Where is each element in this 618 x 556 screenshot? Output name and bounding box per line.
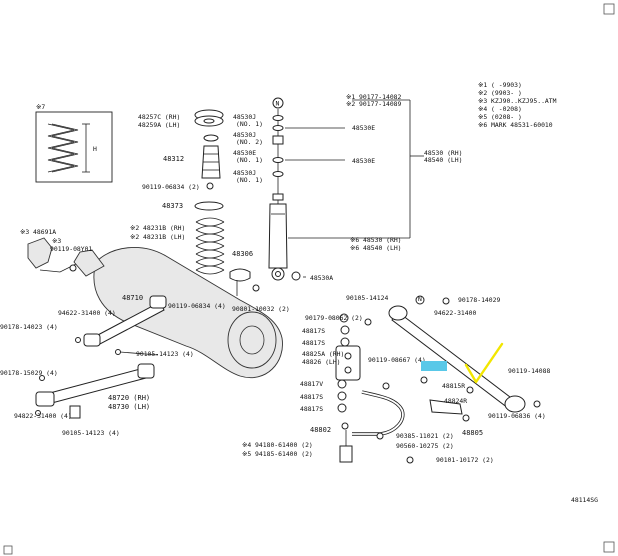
stabilizer-bar	[335, 345, 474, 464]
part-number-label[interactable]: 48805	[462, 429, 483, 437]
part-number-label[interactable]: 90105-14123 (4)	[62, 429, 120, 437]
legend: ※1 ( -9903) ※2 (9903- ) ※3 KZJ90..KZJ95.…	[478, 81, 557, 129]
part-number-label[interactable]: 90119-06834 (2)	[142, 183, 200, 191]
part-number-label[interactable]: 48817S	[302, 339, 325, 347]
part-number-label[interactable]: ※3	[52, 237, 61, 245]
part-number-label[interactable]: 90105-14123 (4)	[136, 350, 194, 358]
part-number-label[interactable]: 48530A	[310, 274, 333, 282]
part-number-label[interactable]: ※2 48231B (LH)	[130, 233, 185, 241]
part-number-label[interactable]: 48815R	[442, 382, 465, 390]
part-number-label[interactable]: (NO. 1)	[236, 120, 263, 128]
part-number-label[interactable]: 48312	[163, 155, 184, 163]
part-number-label[interactable]: 90105-14124	[346, 294, 388, 302]
legend-item: ※3 KZJ90..KZJ95..ATM	[478, 97, 557, 105]
part-number-label[interactable]: 48306	[232, 250, 253, 258]
check-mark-icon	[464, 342, 504, 384]
part-number-label[interactable]: 90119-08667 (4)	[368, 356, 426, 364]
shock-absorber: N	[252, 97, 301, 292]
part-number-label[interactable]: ※5 94185-61400 (2)	[242, 450, 313, 458]
part-number-label[interactable]: 90119-08Y01	[50, 245, 92, 253]
lateral-rod	[364, 295, 541, 413]
square-outline-icon	[603, 3, 615, 15]
part-number-label[interactable]: 90801-10032 (2)	[232, 305, 290, 313]
spring-inset: ※7 H	[35, 103, 113, 183]
part-number-label[interactable]: 48259A (LH)	[138, 121, 180, 129]
legend-item: ※6 MARK 48531-60010	[478, 121, 553, 129]
part-number-label[interactable]: 48257C (RH)	[138, 113, 180, 121]
part-number-label[interactable]: ※6 48530 (RH)	[350, 236, 402, 244]
part-number-label[interactable]: 94622-31400 (4)	[58, 309, 116, 317]
part-number-label[interactable]: ※4 94180-61400 (2)	[242, 441, 313, 449]
upper-control-arm	[75, 295, 167, 356]
inset-tag: ※7	[36, 103, 45, 111]
part-number-label[interactable]: 48373	[162, 202, 183, 210]
new-part-icon: N	[276, 100, 280, 108]
part-number-label[interactable]: 90119-06834 (4)	[168, 302, 226, 310]
highlight-marker	[421, 361, 447, 371]
legend-item: ※2 (9903- )	[478, 89, 522, 97]
part-number-label[interactable]: ※2 48231B (RH)	[130, 224, 185, 232]
part-number-label[interactable]: 94622-31400	[434, 309, 476, 317]
part-number-label[interactable]: 48825A (RH)	[302, 350, 344, 358]
part-number-label[interactable]: 48720 (RH)	[108, 394, 150, 402]
part-number-label[interactable]: 48710	[122, 294, 143, 302]
inset-dim: H	[93, 145, 97, 153]
part-number-label[interactable]: 48730 (LH)	[108, 403, 150, 411]
bushings	[337, 313, 390, 413]
part-number-label[interactable]: 48530E	[352, 157, 375, 165]
part-number-label[interactable]: ※6 48540 (LH)	[350, 244, 402, 252]
diagram-code: 48114SG	[571, 496, 598, 504]
part-number-label[interactable]: 90178-15029 (4)	[0, 369, 58, 377]
part-number-label[interactable]: 94822-31400 (4)	[14, 412, 72, 420]
axle-housing	[27, 237, 283, 378]
part-number-label[interactable]: (NO. 1)	[236, 176, 263, 184]
part-number-label[interactable]: (NO. 1)	[236, 156, 263, 164]
part-number-label[interactable]: 90119-06836 (4)	[488, 412, 546, 420]
part-number-label[interactable]: 90560-10275 (2)	[396, 442, 454, 450]
part-labels: 48257C (RH)48259A (LH)48530J(NO. 1)48530…	[0, 93, 550, 464]
part-number-label[interactable]: 48824R	[444, 397, 467, 405]
part-number-label[interactable]: 48817S	[302, 327, 325, 335]
part-number-label[interactable]: 48540 (LH)	[424, 156, 462, 164]
legend-item: ※4 ( -0208)	[478, 105, 522, 113]
spring-stack	[194, 109, 251, 304]
part-number-label[interactable]: 48530J	[233, 113, 256, 121]
square-outline-icon	[3, 545, 13, 555]
part-number-label[interactable]: 90179-08062 (2)	[305, 314, 363, 322]
legend-item: ※1 ( -9903)	[478, 81, 522, 89]
part-number-label[interactable]: 90178-14029	[458, 296, 500, 304]
square-outline-icon	[603, 541, 615, 553]
part-number-label[interactable]: 90101-10172 (2)	[436, 456, 494, 464]
part-number-label[interactable]: 48530E	[233, 149, 256, 157]
lower-control-arm	[35, 363, 155, 419]
part-number-label[interactable]: 48530E	[352, 124, 375, 132]
part-number-label[interactable]: 48802	[310, 426, 331, 434]
part-number-label[interactable]: 48530 (RH)	[424, 149, 462, 157]
part-number-label[interactable]: 48817V	[300, 380, 323, 388]
part-number-label[interactable]: (NO. 2)	[236, 138, 263, 146]
part-number-label[interactable]: 48530J	[233, 131, 256, 139]
part-number-label[interactable]: ※3 48691A	[20, 228, 56, 236]
part-number-label[interactable]: ※1 90177-14082	[346, 93, 402, 101]
part-number-label[interactable]: 90385-11021 (2)	[396, 432, 454, 440]
legend-item: ※5 (0208- )	[478, 113, 522, 121]
part-number-label[interactable]: 48817S	[300, 405, 323, 413]
part-number-label[interactable]: ※2 90177-14089	[346, 100, 402, 108]
part-number-label[interactable]: 48826 (LH)	[302, 358, 340, 366]
part-number-label[interactable]: 48817S	[300, 393, 323, 401]
part-number-label[interactable]: 48530J	[233, 169, 256, 177]
part-number-label[interactable]: 90178-14023 (4)	[0, 323, 58, 331]
part-number-label[interactable]: 90119-14088	[508, 367, 550, 375]
part-number-label[interactable]: N	[418, 295, 422, 303]
